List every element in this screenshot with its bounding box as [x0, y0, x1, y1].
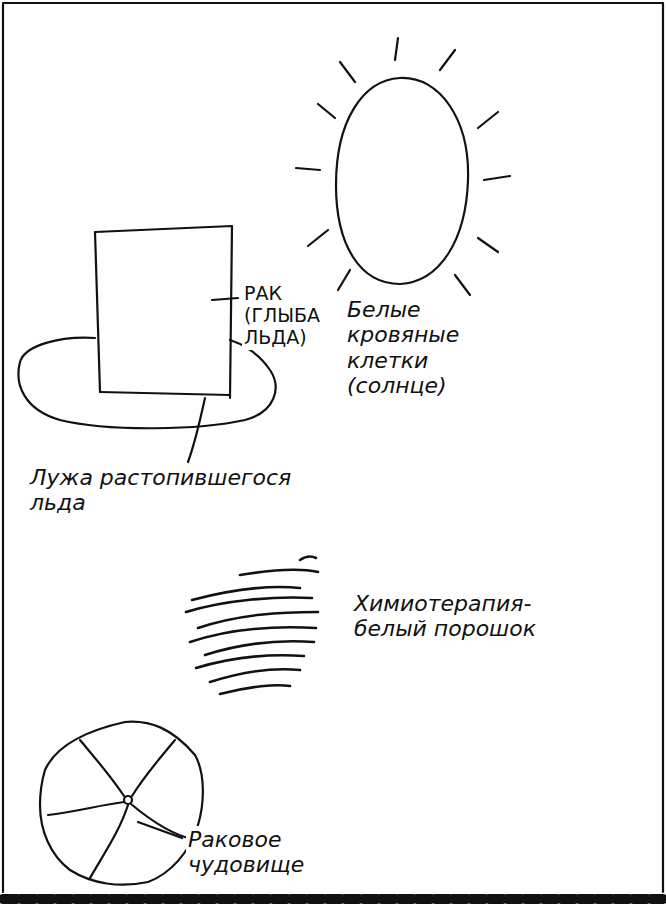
part-label: Лужа растопившегося льда	[28, 464, 312, 517]
monster-lines	[48, 740, 195, 878]
bottom-band	[3, 894, 663, 904]
part-label: Белые кровяные клетки (солнце)	[345, 296, 534, 399]
leader-line	[138, 822, 182, 838]
part-label: РАК (ГЛЫБА ЛЬДА)	[242, 282, 322, 350]
part-label: Химиотерапия- белый порошок	[352, 590, 606, 643]
sun	[336, 78, 468, 284]
frame	[3, 3, 663, 892]
sun-rays	[296, 38, 510, 295]
chemo-powder	[186, 557, 318, 694]
leader-line	[188, 398, 205, 462]
cancer-monster	[40, 722, 203, 885]
puddle-rim	[100, 392, 230, 395]
ice-block	[95, 226, 232, 398]
part-label: Раковое чудовище	[186, 826, 340, 879]
leader-line	[212, 298, 238, 300]
puddle	[18, 338, 275, 429]
